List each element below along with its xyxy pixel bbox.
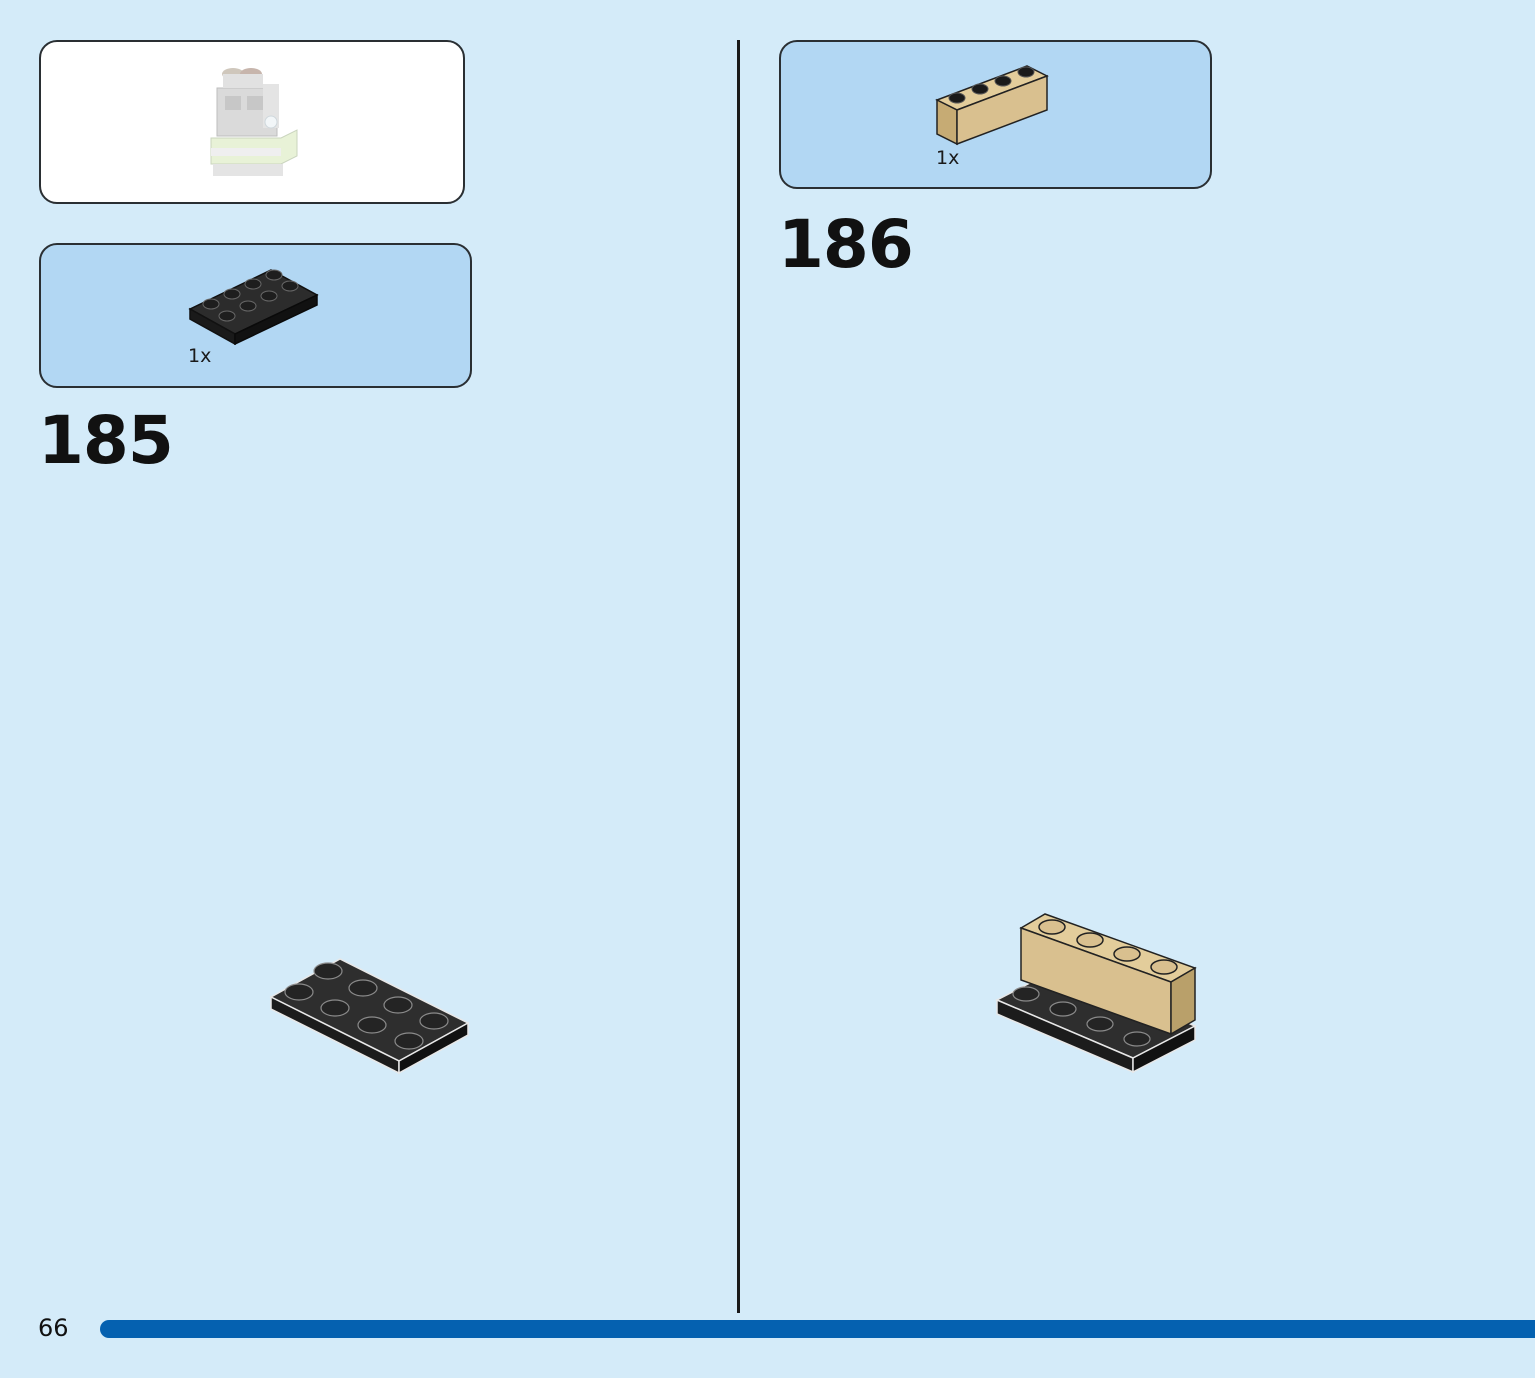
black-plate-icon: [188, 269, 319, 345]
progress-bar: [100, 1320, 1535, 1338]
part-quantity: 1x: [936, 147, 960, 169]
assembly-black-plate: [269, 958, 470, 1075]
parts-list-186: 1x: [779, 40, 1212, 189]
step-number: 185: [38, 402, 174, 479]
tan-brick-icon: [935, 65, 1049, 146]
part-quantity: 1x: [188, 345, 212, 367]
submodel-callout: [39, 40, 465, 204]
page-number: 66: [38, 1314, 69, 1342]
parts-list-185: 1x: [39, 243, 472, 388]
submodel-preview-image: [210, 68, 298, 176]
column-divider: [737, 40, 740, 1313]
assembly-tan-brick-on-plate: [995, 913, 1197, 1074]
step-number: 186: [778, 206, 914, 283]
